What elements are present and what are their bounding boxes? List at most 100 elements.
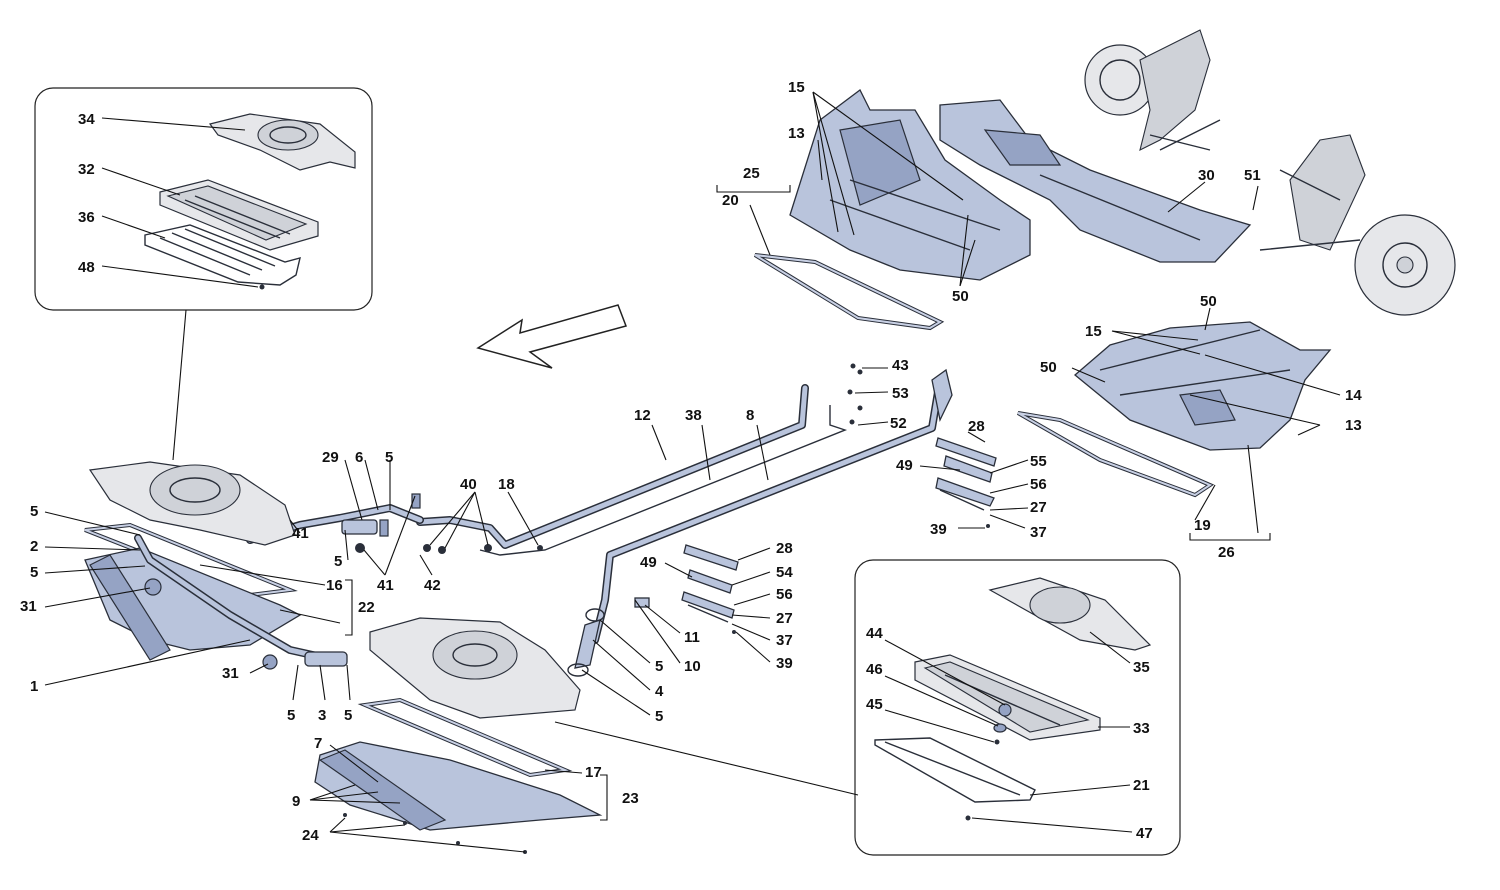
hose-connectors-4-10-11 bbox=[567, 597, 650, 677]
callout-5: 5 bbox=[30, 503, 38, 520]
callout-41: 41 bbox=[292, 525, 309, 542]
callout-4: 4 bbox=[655, 683, 664, 700]
callout-17: 17 bbox=[585, 764, 602, 781]
fan-shroud-35 bbox=[988, 577, 1152, 651]
callout-7: 7 bbox=[314, 735, 322, 752]
callout-5: 5 bbox=[30, 564, 38, 581]
callout-43: 43 bbox=[892, 357, 909, 374]
callout-11: 11 bbox=[684, 629, 700, 646]
air-duct-lower-26 bbox=[1073, 321, 1332, 451]
callout-25: 25 bbox=[743, 165, 760, 182]
callout-47: 47 bbox=[1136, 825, 1153, 842]
callout-35: 35 bbox=[1133, 659, 1150, 676]
inset-link-left bbox=[172, 309, 187, 461]
callout-41: 41 bbox=[377, 577, 394, 594]
callout-48: 48 bbox=[78, 259, 95, 276]
inset-link-right bbox=[554, 721, 859, 796]
callout-21: 21 bbox=[1133, 777, 1150, 794]
fan-assembly-left bbox=[88, 461, 296, 546]
callout-13: 13 bbox=[1345, 417, 1362, 434]
callout-14: 14 bbox=[1345, 387, 1362, 404]
callout-12: 12 bbox=[634, 407, 651, 424]
forward-direction-arrow bbox=[476, 304, 627, 369]
callout-5: 5 bbox=[655, 658, 663, 675]
coolant-pipe-12 bbox=[416, 384, 809, 549]
callout-38: 38 bbox=[685, 407, 702, 424]
callout-23: 23 bbox=[622, 790, 639, 807]
callout-32: 32 bbox=[78, 161, 95, 178]
callout-27: 27 bbox=[1030, 499, 1047, 516]
rear-suspension-wheel bbox=[1259, 134, 1456, 316]
callout-42: 42 bbox=[424, 577, 441, 594]
callout-5: 5 bbox=[334, 553, 342, 570]
callout-5: 5 bbox=[385, 449, 393, 466]
callout-54: 54 bbox=[776, 564, 793, 581]
callout-45: 45 bbox=[866, 696, 883, 713]
callout-46: 46 bbox=[866, 661, 883, 678]
callout-28: 28 bbox=[776, 540, 793, 557]
callout-26: 26 bbox=[1218, 544, 1235, 561]
duct-center-23 bbox=[314, 741, 603, 831]
callout-39: 39 bbox=[930, 521, 947, 538]
callout-44: 44 bbox=[866, 625, 883, 642]
callout-40: 40 bbox=[460, 476, 477, 493]
callout-31: 31 bbox=[20, 598, 37, 615]
callout-27: 27 bbox=[776, 610, 793, 627]
callout-15: 15 bbox=[788, 79, 805, 96]
callout-5: 5 bbox=[287, 707, 295, 724]
callout-53: 53 bbox=[892, 385, 909, 402]
callout-50: 50 bbox=[1200, 293, 1217, 310]
duct-left-1 bbox=[84, 547, 302, 661]
callout-36: 36 bbox=[78, 209, 95, 226]
bracket-set-upper bbox=[935, 437, 997, 528]
callout-37: 37 bbox=[776, 632, 793, 649]
callout-34: 34 bbox=[78, 111, 95, 128]
callout-50: 50 bbox=[952, 288, 969, 305]
callout-5: 5 bbox=[655, 708, 663, 725]
callout-51: 51 bbox=[1244, 167, 1261, 184]
support-frame-36 bbox=[144, 224, 301, 286]
callout-13: 13 bbox=[788, 125, 805, 142]
callout-5: 5 bbox=[344, 707, 352, 724]
callout-19: 19 bbox=[1194, 517, 1211, 534]
callout-30: 30 bbox=[1198, 167, 1215, 184]
screw-48 bbox=[259, 284, 265, 290]
leader-lines bbox=[44, 91, 1341, 853]
hose-line-left-2-3 bbox=[134, 534, 348, 670]
callout-50: 50 bbox=[1040, 359, 1057, 376]
callout-31: 31 bbox=[222, 665, 239, 682]
callout-56: 56 bbox=[776, 586, 793, 603]
callout-28: 28 bbox=[968, 418, 985, 435]
callout-24: 24 bbox=[302, 827, 319, 844]
callout-49: 49 bbox=[896, 457, 913, 474]
callout-22: 22 bbox=[358, 599, 375, 616]
callout-9: 9 bbox=[292, 793, 300, 810]
callout-18: 18 bbox=[498, 476, 515, 493]
callout-37: 37 bbox=[1030, 524, 1047, 541]
fan-shroud-34 bbox=[208, 113, 356, 171]
callout-15: 15 bbox=[1085, 323, 1102, 340]
callout-labels: 34 32 36 48 15 13 25 20 30 51 50 50 15 5… bbox=[20, 79, 1362, 844]
callout-29: 29 bbox=[322, 449, 339, 466]
hose-6 bbox=[341, 519, 378, 535]
clamps-40-41-42 bbox=[355, 493, 543, 554]
callout-8: 8 bbox=[746, 407, 754, 424]
callout-3: 3 bbox=[318, 707, 326, 724]
fan-assembly-center bbox=[369, 617, 581, 719]
fittings-43-53-52 bbox=[847, 363, 953, 425]
front-suspension-wheel bbox=[1084, 29, 1221, 152]
callout-39: 39 bbox=[776, 655, 793, 672]
bracket-set-lower bbox=[681, 544, 739, 634]
callout-55: 55 bbox=[1030, 453, 1047, 470]
coolant-pipe-8 bbox=[591, 376, 944, 644]
coolant-pipe-38 bbox=[479, 405, 848, 556]
radiator-32 bbox=[159, 179, 319, 251]
callout-16: 16 bbox=[326, 577, 343, 594]
callout-33: 33 bbox=[1133, 720, 1150, 737]
callout-6: 6 bbox=[355, 449, 363, 466]
air-duct-upper-25 bbox=[789, 89, 1031, 281]
callout-52: 52 bbox=[890, 415, 907, 432]
callout-2: 2 bbox=[30, 538, 38, 555]
air-duct-tunnel-30 bbox=[939, 99, 1252, 263]
